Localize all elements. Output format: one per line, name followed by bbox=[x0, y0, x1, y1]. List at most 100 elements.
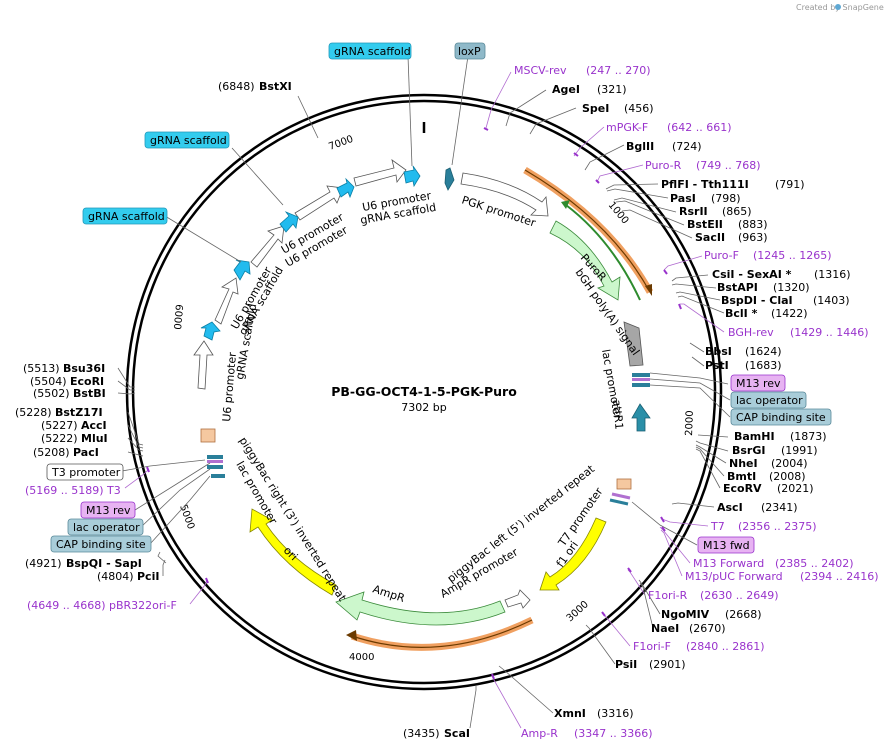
site-pos: (5208) bbox=[33, 446, 70, 459]
feature-box-m13-fwd[interactable]: M13 fwd bbox=[697, 536, 755, 554]
site-name: PstI bbox=[705, 359, 729, 372]
site-name: NaeI bbox=[651, 622, 679, 635]
attr1-arrow[interactable] bbox=[631, 403, 651, 432]
feature-box-t3-promoter[interactable]: T3 promoter bbox=[46, 463, 124, 481]
site-name: NheI bbox=[729, 457, 758, 470]
feature-box-loxp[interactable]: loxP bbox=[454, 42, 486, 60]
puror-arrow[interactable] bbox=[549, 220, 621, 301]
snapgene-logo-icon bbox=[835, 4, 841, 10]
site-pos: (5513) bbox=[23, 362, 60, 375]
primer-name: M13/pUC Forward bbox=[685, 570, 783, 583]
orange-mark bbox=[616, 478, 632, 490]
feature-label: AmpR bbox=[371, 582, 407, 605]
site-name: SacII bbox=[695, 231, 725, 244]
f1-ori-arrow[interactable] bbox=[539, 517, 607, 591]
primer-name: Puro-R bbox=[645, 159, 682, 172]
site-pos: (4804) bbox=[97, 570, 134, 583]
feature-box-grna-scaffold[interactable]: gRNA scaffold bbox=[144, 131, 230, 149]
feature-box-grna-scaffold[interactable]: gRNA scaffold bbox=[82, 207, 168, 225]
feature-box-cap-binding-site[interactable]: CAP binding site bbox=[730, 408, 832, 426]
site-pos: (2008) bbox=[769, 470, 806, 483]
u6-promoter-arrow[interactable] bbox=[214, 277, 239, 325]
feature-box-lac-operator[interactable]: lac operator bbox=[730, 391, 807, 409]
lac-operator-marks-right bbox=[632, 373, 650, 387]
site-pos: (1403) bbox=[813, 294, 850, 307]
tick-label: 2000 bbox=[684, 410, 696, 436]
primer-range: (1245 .. 1265) bbox=[753, 249, 832, 262]
site-name: CsiI - SexAI * bbox=[712, 268, 792, 281]
pgk-promoter-arrow[interactable] bbox=[460, 172, 549, 217]
bgh-polya-block[interactable] bbox=[623, 321, 644, 367]
grna-scaffold-arrow[interactable] bbox=[403, 165, 421, 188]
svg-text:M13 fwd: M13 fwd bbox=[703, 539, 750, 552]
primer-range: (749 .. 768) bbox=[696, 159, 761, 172]
site-name: EcoRV bbox=[723, 482, 762, 495]
primer-name: T3 bbox=[106, 484, 121, 497]
grna-scaffold-arrow[interactable] bbox=[279, 211, 299, 233]
feature-box-m13-rev[interactable]: M13 rev bbox=[730, 374, 786, 392]
site-name: PsiI bbox=[615, 658, 637, 671]
site-name: BstXI bbox=[259, 80, 292, 93]
site-name: PacI bbox=[73, 446, 99, 459]
site-name: SpeI bbox=[582, 102, 609, 115]
ori-arrow[interactable] bbox=[249, 508, 337, 596]
primer-range: (2630 .. 2649) bbox=[700, 589, 779, 602]
primer-name: F1ori-F bbox=[633, 640, 671, 653]
site-name: BmtI bbox=[727, 470, 756, 483]
grna-scaffold-arrow[interactable] bbox=[336, 177, 355, 199]
feature-box-m13-rev[interactable]: M13 rev bbox=[80, 501, 136, 519]
primer-name: Amp-R bbox=[521, 727, 558, 740]
feature-boxes: gRNA scaffold loxP gRNA scaffold gRNA sc… bbox=[46, 42, 832, 554]
feature-box-cap-binding-site[interactable]: CAP binding site bbox=[50, 535, 152, 553]
site-name: BbsI bbox=[705, 345, 732, 358]
grna-scaffold-arrow[interactable] bbox=[233, 259, 251, 281]
site-name: BsrGI bbox=[732, 444, 765, 457]
u6-promoter-arrow[interactable] bbox=[353, 159, 407, 187]
site-pos: (1422) bbox=[771, 307, 808, 320]
site-pos: (883) bbox=[738, 218, 768, 231]
ampr-promoter-arrow[interactable] bbox=[504, 589, 531, 609]
svg-text:M13 rev: M13 rev bbox=[86, 504, 131, 517]
ampr-arrow[interactable] bbox=[335, 591, 506, 626]
site-pos: (5228) bbox=[15, 406, 52, 419]
feature-box-lac-operator[interactable]: lac operator bbox=[67, 518, 144, 536]
site-pos: (1624) bbox=[745, 345, 782, 358]
tick-label: 3000 bbox=[565, 599, 591, 624]
orange-mark bbox=[200, 428, 216, 443]
grna-scaffold-arrow[interactable] bbox=[200, 321, 221, 341]
primer-range: (247 .. 270) bbox=[586, 64, 651, 77]
primer-range: (5169 .. 5189) bbox=[25, 484, 104, 497]
site-pos: (5222) bbox=[41, 432, 78, 445]
site-name: EcoRI bbox=[70, 375, 104, 388]
site-name: BglII bbox=[626, 140, 654, 153]
primer-range: (2840 .. 2861) bbox=[686, 640, 765, 653]
site-name: BstZ17I bbox=[55, 406, 103, 419]
site-pos: (963) bbox=[738, 231, 768, 244]
site-name: AgeI bbox=[552, 83, 580, 96]
site-name: PciI bbox=[137, 570, 159, 583]
feature-box-grna-scaffold[interactable]: gRNA scaffold bbox=[328, 42, 412, 60]
site-pos: (2004) bbox=[771, 457, 808, 470]
svg-text:CAP binding site: CAP binding site bbox=[56, 538, 146, 551]
site-name: NgoMIV bbox=[661, 608, 710, 621]
plasmid-size: 7302 bp bbox=[401, 401, 446, 414]
loxp-feature[interactable] bbox=[444, 167, 455, 191]
primer-range: (642 .. 661) bbox=[667, 121, 732, 134]
site-pos: (798) bbox=[711, 192, 741, 205]
site-name: BstEII bbox=[687, 218, 723, 231]
site-pos: (5504) bbox=[30, 375, 67, 388]
tick-label: 6000 bbox=[171, 304, 184, 330]
site-pos: (3316) bbox=[597, 707, 634, 720]
primer-labels: MSCV-rev (247 .. 270) mPGK-F (642 .. 661… bbox=[25, 64, 879, 740]
primer-name: M13 Forward bbox=[693, 557, 764, 570]
primer-range: (2385 .. 2402) bbox=[775, 557, 854, 570]
primer-name: pBR322ori-F bbox=[109, 599, 177, 612]
u6-promoter-arrow[interactable] bbox=[250, 225, 285, 268]
site-pos: (3435) bbox=[403, 727, 440, 740]
primer-name: Puro-F bbox=[704, 249, 739, 262]
site-pos: (5502) bbox=[33, 387, 70, 400]
tick-label: 7000 bbox=[327, 134, 355, 153]
backbone-ring bbox=[125, 93, 723, 691]
svg-text:gRNA scaffold: gRNA scaffold bbox=[150, 134, 227, 147]
u6-promoter-arrow[interactable] bbox=[193, 340, 214, 390]
